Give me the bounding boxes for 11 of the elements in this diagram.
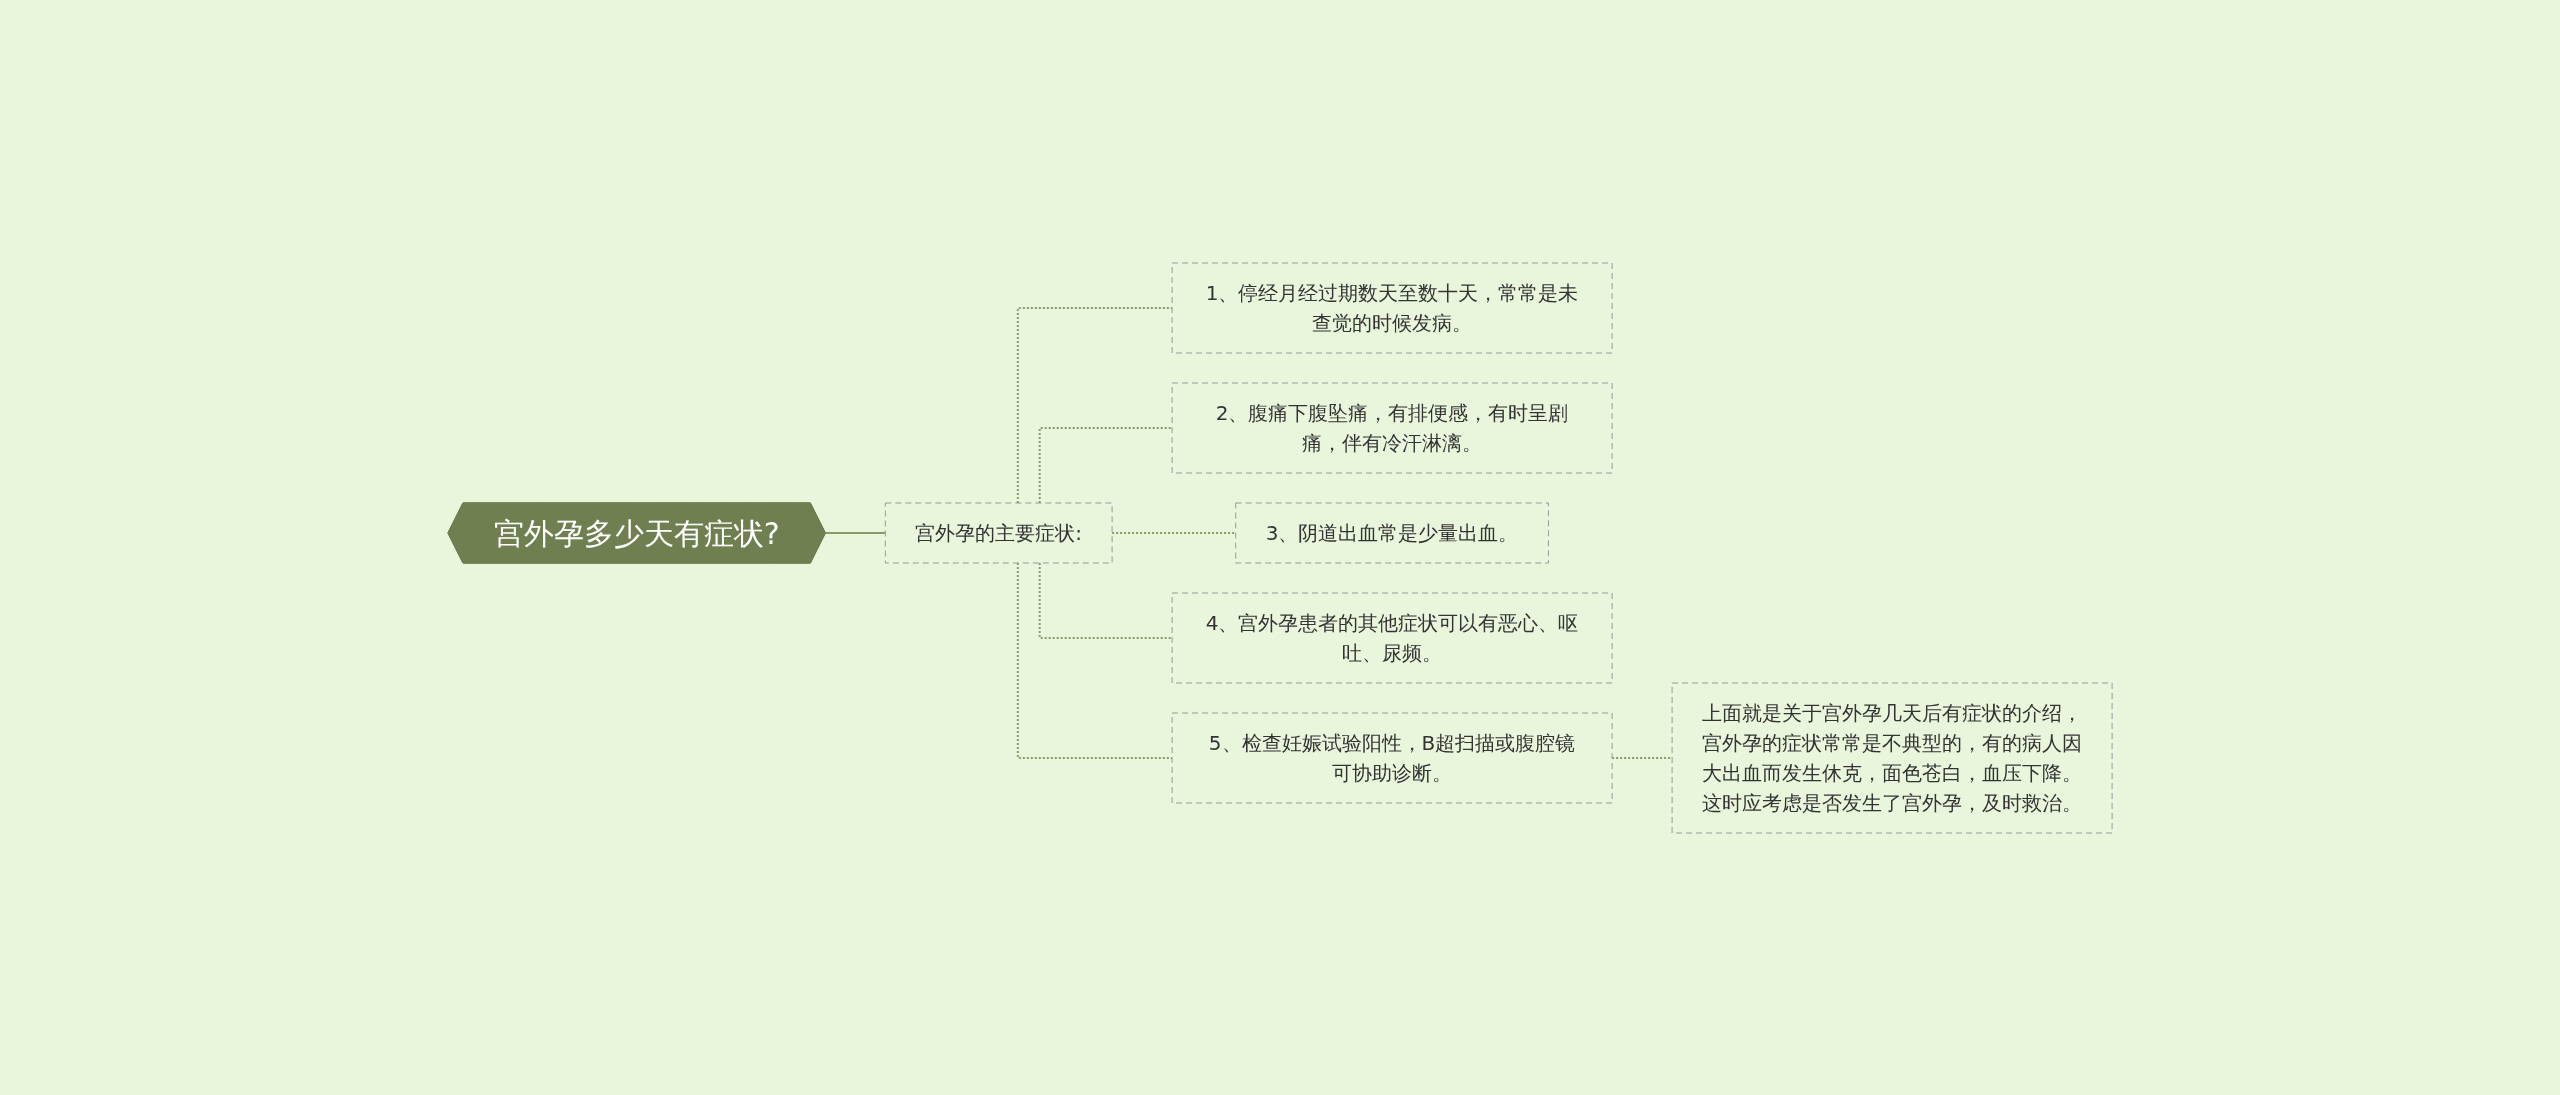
node-box: 4、宫外孕患者的其他症状可以有恶心、呕吐、尿频。: [1171, 592, 1613, 683]
connector: [1111, 531, 1237, 534]
node-box: 宫外孕的主要症状:: [884, 502, 1113, 563]
node-box: 3、阴道出血常是少量出血。: [1235, 502, 1549, 563]
connector: [1038, 561, 1174, 639]
node-box: 2、腹痛下腹坠痛，有排便感，有时呈剧痛，伴有冷汗淋漓。: [1171, 382, 1613, 473]
node-box: 上面就是关于宫外孕几天后有症状的介绍，宫外孕的症状常常是不典型的，有的病人因大出血而发生休克，面色苍白，血压下降。这时应考虑是否发生了宫外孕，及时救治。: [1671, 682, 2113, 833]
node-box: 5、检查妊娠试验阳性，B超扫描或腹腔镜可协助诊断。: [1171, 712, 1613, 803]
connector: [1016, 561, 1174, 759]
connector: [824, 531, 887, 534]
node-box: 1、停经月经过期数天至数十天，常常是未查觉的时候发病。: [1171, 262, 1613, 353]
